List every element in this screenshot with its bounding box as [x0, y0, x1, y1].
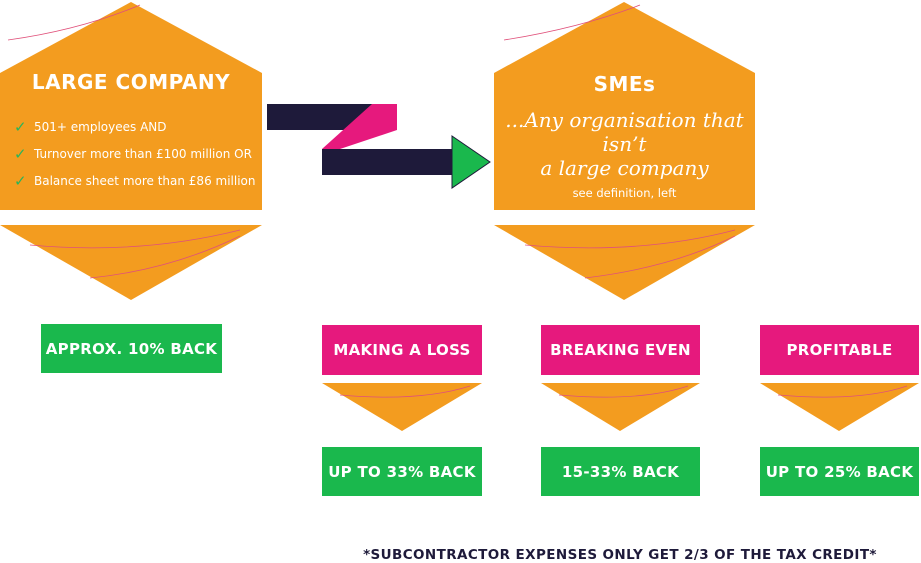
criterion-employees: ✓ 501+ employees AND: [14, 117, 167, 136]
result-making-a-loss: UP TO 33% BACK: [322, 447, 482, 496]
large-company-title: LARGE COMPANY: [31, 70, 231, 94]
large-company-chevron: [0, 225, 262, 300]
z-arrow-bottom-bar: [322, 149, 454, 175]
sme-definition-note: see definition, left: [572, 186, 677, 200]
sme-title: SMEs: [593, 72, 656, 96]
criterion-balance-sheet: ✓ Balance sheet more than £86 million: [14, 171, 256, 190]
sme-chevron-accent-2: [584, 235, 736, 279]
z-arrow-diagonal: [322, 104, 397, 149]
sme-subtitle: ...Any organisation that isn’t a large c…: [505, 108, 744, 180]
category-making-a-loss: MAKING A LOSS: [322, 325, 482, 375]
sme-chevron-accent: [524, 229, 736, 249]
large-company-hexagon-top: [0, 2, 262, 210]
large-company-result: APPROX. 10% BACK: [41, 324, 222, 373]
check-icon: ✓: [14, 144, 27, 163]
category-breaking-even: BREAKING EVEN: [541, 325, 700, 375]
sme-hexagon-accent: [503, 4, 641, 41]
loss-chevron: [322, 383, 482, 431]
result-breaking-even: 15-33% BACK: [541, 447, 700, 496]
check-icon: ✓: [14, 171, 27, 190]
large-company-criteria: ✓ 501+ employees AND ✓ Turnover more tha…: [14, 113, 259, 194]
sme-hexagon-top: [494, 2, 755, 210]
footer-note: *SUBCONTRACTOR EXPENSES ONLY GET 2/3 OF …: [363, 547, 877, 563]
sme-chevron: [494, 225, 755, 300]
large-company-hexagon-accent: [7, 4, 141, 41]
category-profitable: PROFITABLE: [760, 325, 919, 375]
result-profitable: UP TO 25% BACK: [760, 447, 919, 496]
criterion-turnover: ✓ Turnover more than £100 million OR: [14, 144, 252, 163]
check-icon: ✓: [14, 117, 27, 136]
profitable-chevron: [760, 383, 919, 431]
large-company-chevron-accent-2: [89, 235, 241, 279]
even-chevron: [541, 383, 700, 431]
large-company-chevron-accent: [29, 229, 241, 249]
z-arrow-head: [451, 135, 491, 189]
